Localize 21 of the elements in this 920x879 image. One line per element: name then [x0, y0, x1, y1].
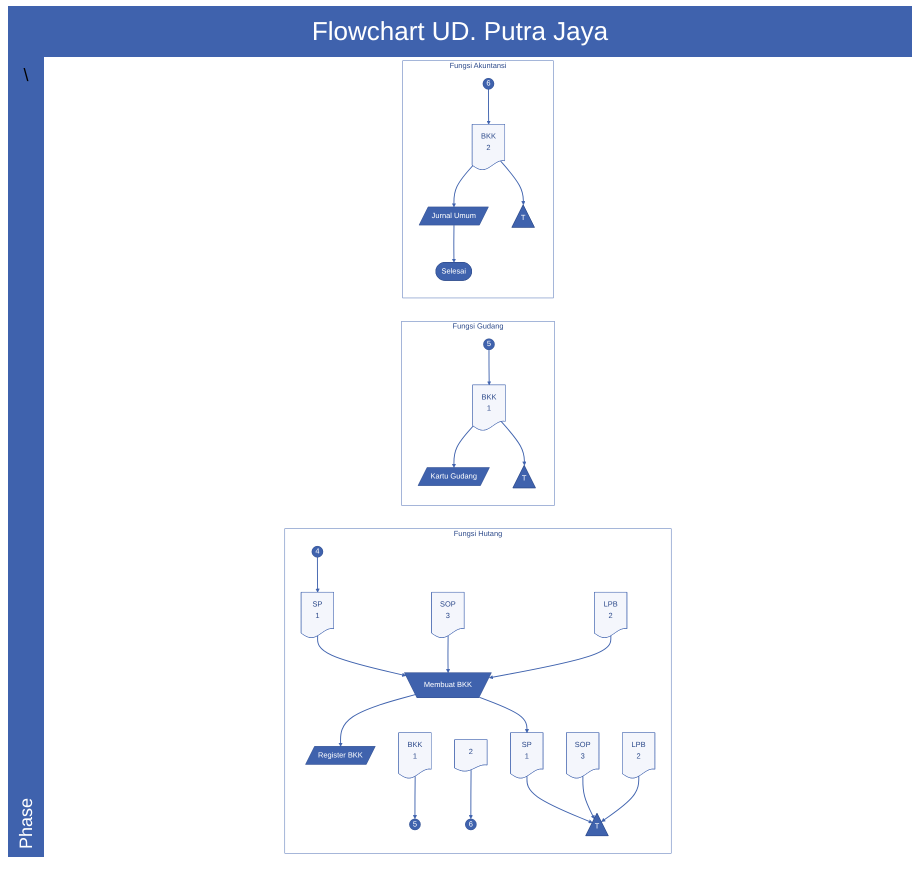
- arrow: [452, 224, 456, 263]
- arrow: [500, 160, 526, 206]
- arrow: [601, 776, 640, 822]
- arrow: [500, 421, 526, 466]
- diagram-title: Flowchart UD. Putra Jaya: [8, 6, 912, 57]
- arrow: [452, 165, 474, 208]
- arrow: [468, 770, 473, 820]
- arrow: [479, 696, 529, 734]
- arrow: [412, 776, 417, 820]
- phase-label: Phase: [16, 798, 36, 849]
- arrow: [487, 349, 492, 386]
- arrow: [582, 776, 595, 820]
- phase-mark: \: [23, 65, 28, 86]
- arrow: [489, 636, 612, 680]
- arrow: [317, 636, 406, 677]
- arrow: [486, 88, 491, 125]
- arrow: [338, 694, 416, 747]
- arrow: [526, 776, 593, 824]
- arrow: [452, 426, 474, 468]
- arrow: [446, 636, 450, 674]
- arrow: [316, 556, 320, 593]
